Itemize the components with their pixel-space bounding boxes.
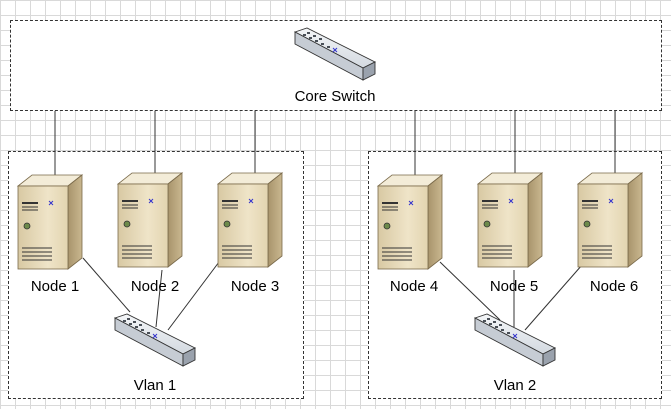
node-6-label: Node 6 bbox=[589, 278, 639, 295]
vlan-2-label: Vlan 2 bbox=[493, 377, 537, 394]
link-node-4-vlan-2 bbox=[439, 261, 501, 321]
link-node-1-vlan-1 bbox=[82, 257, 131, 313]
link-node-6-vlan-2 bbox=[524, 264, 583, 331]
node-4-label: Node 4 bbox=[389, 278, 439, 295]
node-4-server-icon[interactable] bbox=[372, 172, 448, 272]
link-node-3-vlan-1 bbox=[167, 257, 223, 331]
core-switch-label: Core Switch bbox=[294, 88, 376, 105]
node-1-server-icon[interactable] bbox=[12, 172, 88, 272]
node-3-label: Node 3 bbox=[230, 278, 280, 295]
node-2-label: Node 2 bbox=[130, 278, 180, 295]
node-5-label: Node 5 bbox=[489, 278, 539, 295]
node-5-server-icon[interactable] bbox=[472, 170, 548, 270]
vlan-1-switch-icon[interactable] bbox=[113, 312, 197, 368]
node-6-server-icon[interactable] bbox=[572, 170, 648, 270]
link-node-2-vlan-1 bbox=[155, 269, 163, 328]
node-1-label: Node 1 bbox=[30, 278, 80, 295]
core-switch-icon[interactable] bbox=[293, 26, 377, 82]
node-2-server-icon[interactable] bbox=[112, 170, 188, 270]
vlan-2-switch-icon[interactable] bbox=[473, 312, 557, 368]
node-3-server-icon[interactable] bbox=[212, 170, 288, 270]
vlan-1-label: Vlan 1 bbox=[133, 377, 177, 394]
